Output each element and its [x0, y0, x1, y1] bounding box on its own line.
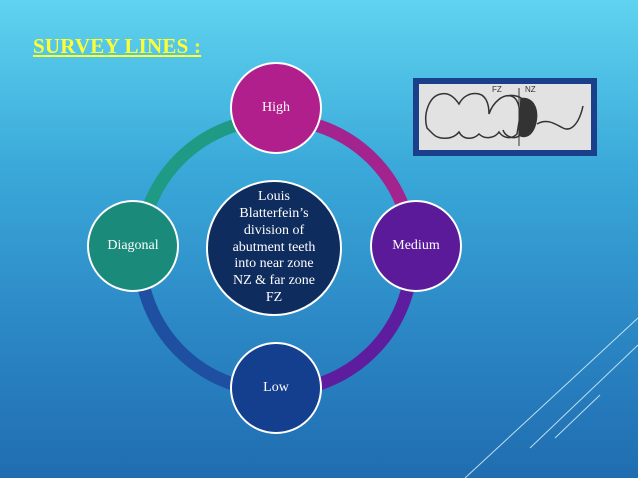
node-medium-label: Medium	[392, 238, 440, 253]
node-high-label: High	[262, 100, 290, 115]
teeth-figure-image: FZ NZ	[419, 84, 591, 150]
fz-label: FZ	[492, 85, 502, 94]
node-high-circle	[230, 62, 322, 154]
center-circle	[206, 180, 342, 316]
node-low-label: Low	[263, 380, 289, 395]
decorative-lines	[464, 317, 638, 478]
node-diagonal-label: Diagonal	[107, 238, 159, 253]
center-label: Louis Blatterfein’s division of abutment…	[232, 189, 316, 305]
nz-label: NZ	[525, 85, 536, 94]
node-low-circle	[230, 342, 322, 434]
node-diagonal-circle	[87, 200, 179, 292]
teeth-sketch-icon: FZ NZ	[425, 85, 584, 146]
slide-title: SURVEY LINES :	[33, 34, 202, 58]
teeth-figure: FZ NZ	[413, 78, 597, 156]
node-medium-circle	[370, 200, 462, 292]
